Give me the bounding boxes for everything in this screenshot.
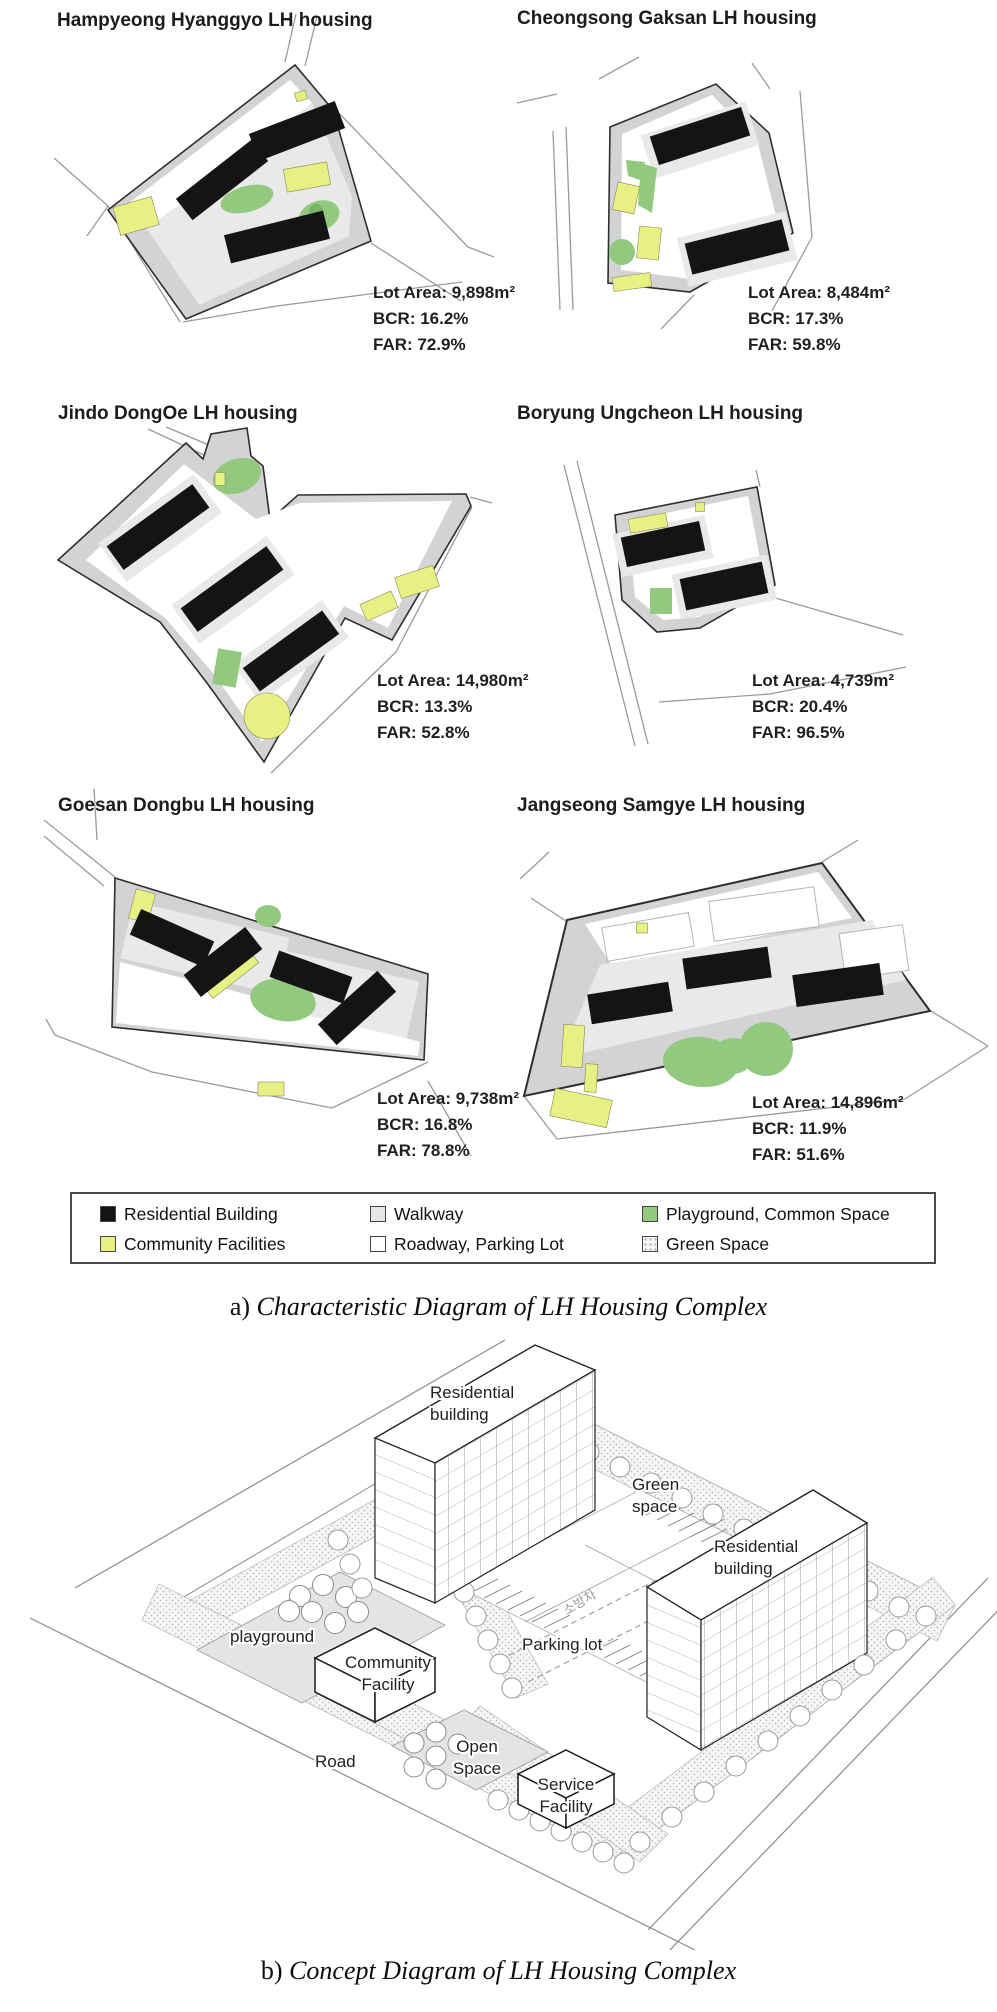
concept-label-residential-1-line-2: building (430, 1405, 489, 1424)
stat-bcr: BCR: 11.9% (752, 1119, 847, 1138)
stats-jangseong: Lot Area: 14,896m² BCR: 11.9% FAR: 51.6% (752, 1090, 903, 1168)
concept-label-service-line-1: Service (538, 1775, 595, 1794)
stats-goesan: Lot Area: 9,738m² BCR: 16.8% FAR: 78.8% (377, 1086, 519, 1164)
legend-swatch-playground (642, 1206, 658, 1222)
stat-bcr: BCR: 17.3% (748, 309, 844, 328)
caption-a: a) Characteristic Diagram of LH Housing … (0, 1292, 997, 1322)
concept-label-green-space-line-1: Green (632, 1475, 679, 1494)
stat-lot-area: Lot Area: 9,738m² (377, 1089, 520, 1108)
concept-open-space-area (391, 1709, 549, 1791)
stat-bcr: BCR: 13.3% (377, 697, 473, 716)
legend-label: Green Space (666, 1233, 770, 1254)
stat-lot-area: Lot Area: 9,898m² (373, 283, 516, 302)
caption-a-prefix: a) (229, 1292, 257, 1321)
stat-lot-area: Lot Area: 4,739m² (752, 671, 895, 690)
concept-label-community-line-2: Facility (362, 1675, 415, 1694)
stats-boryung: Lot Area: 4,739m² BCR: 20.4% FAR: 96.5% (752, 668, 894, 746)
concept-label-residential-1-line-1: Residential (430, 1383, 514, 1402)
concept-community-facility-box (313, 1627, 437, 1724)
legend-swatch-walkway (370, 1206, 386, 1222)
stats-cheongsong: Lot Area: 8,484m² BCR: 17.3% FAR: 59.8% (748, 280, 890, 358)
stat-far: FAR: 72.9% (373, 335, 466, 354)
concept-label-open-space-line-2: Space (453, 1759, 501, 1778)
concept-label-open-space-line-1: Open (456, 1737, 498, 1756)
legend-swatch-roadway (370, 1236, 386, 1252)
panel-title-boryung: Boryung Ungcheon LH housing (517, 403, 804, 424)
caption-b-prefix: b) (260, 1956, 290, 1985)
stat-lot-area: Lot Area: 8,484m² (748, 283, 891, 302)
stat-far: FAR: 96.5% (752, 723, 845, 742)
concept-diagram: Residential building Green space Residen… (29, 1339, 997, 1950)
legend-label: Residential Building (124, 1203, 278, 1224)
panel-title-hampyeong: Hampyeong Hyanggyo LH housing (57, 10, 373, 31)
site-plan-hampyeong (53, 13, 495, 323)
legend-label: Walkway (394, 1203, 464, 1224)
concept-playground-area (196, 1571, 446, 1704)
legend-label: Roadway, Parking Lot (394, 1233, 564, 1254)
site-plan-jindo (56, 426, 493, 774)
caption-a-text: Characteristic Diagram of LH Housing Com… (256, 1292, 768, 1321)
legend-swatch-community (100, 1236, 116, 1252)
caption-b: b) Concept Diagram of LH Housing Complex (0, 1956, 997, 1986)
concept-label-road: Road (315, 1752, 356, 1771)
site-plan-cheongsong (516, 56, 813, 330)
stat-far: FAR: 78.8% (377, 1141, 470, 1160)
concept-label-service-line-2: Facility (540, 1797, 593, 1816)
legend-item-green-space: Green Space (642, 1233, 769, 1255)
legend-swatch-residential (100, 1206, 116, 1222)
stat-lot-area: Lot Area: 14,980m² (377, 671, 529, 690)
caption-b-text: Concept Diagram of LH Housing Complex (289, 1956, 737, 1985)
concept-label-community-line-1: Community (345, 1653, 431, 1672)
panel-title-jangseong: Jangseong Samgye LH housing (517, 795, 806, 816)
legend-label: Playground, Common Space (666, 1203, 890, 1224)
concept-label-parking-lot: Parking lot (522, 1635, 603, 1654)
stat-lot-area: Lot Area: 14,896m² (752, 1093, 904, 1112)
concept-label-residential-2-line-2: building (714, 1559, 773, 1578)
site-plan-goesan (43, 788, 472, 1157)
site-plans-figure (43, 13, 989, 1157)
stat-bcr: BCR: 20.4% (752, 697, 848, 716)
stat-far: FAR: 51.6% (752, 1145, 845, 1164)
stat-far: FAR: 52.8% (377, 723, 470, 742)
panel-title-jindo: Jindo DongOe LH housing (58, 403, 298, 424)
stat-bcr: BCR: 16.8% (377, 1115, 473, 1134)
concept-label-residential-2-line-1: Residential (714, 1537, 798, 1556)
panel-title-cheongsong: Cheongsong Gaksan LH housing (517, 8, 817, 29)
legend-item-residential-building: Residential Building (100, 1203, 278, 1225)
legend: Residential Building Community Facilitie… (70, 1192, 936, 1264)
legend-label: Community Facilities (124, 1233, 286, 1254)
stat-bcr: BCR: 16.2% (373, 309, 469, 328)
legend-item-community-facilities: Community Facilities (100, 1233, 285, 1255)
legend-item-walkway: Walkway (370, 1203, 463, 1225)
concept-service-facility-box (516, 1749, 616, 1830)
stats-hampyeong: Lot Area: 9,898m² BCR: 16.2% FAR: 72.9% (373, 280, 515, 358)
legend-item-playground-common: Playground, Common Space (642, 1203, 890, 1225)
concept-residential-building-1 (373, 1344, 597, 1605)
site-plan-jangseong (519, 839, 989, 1140)
panel-title-goesan: Goesan Dongbu LH housing (58, 795, 315, 816)
site-plan-boryung (563, 460, 907, 747)
legend-item-roadway-parking: Roadway, Parking Lot (370, 1233, 564, 1255)
concept-label-green-space-line-2: space (632, 1497, 677, 1516)
concept-label-playground: playground (230, 1627, 314, 1646)
legend-swatch-green-space (642, 1236, 658, 1252)
stat-far: FAR: 59.8% (748, 335, 841, 354)
stats-jindo: Lot Area: 14,980m² BCR: 13.3% FAR: 52.8% (377, 668, 528, 746)
concept-residential-building-2 (645, 1489, 869, 1752)
